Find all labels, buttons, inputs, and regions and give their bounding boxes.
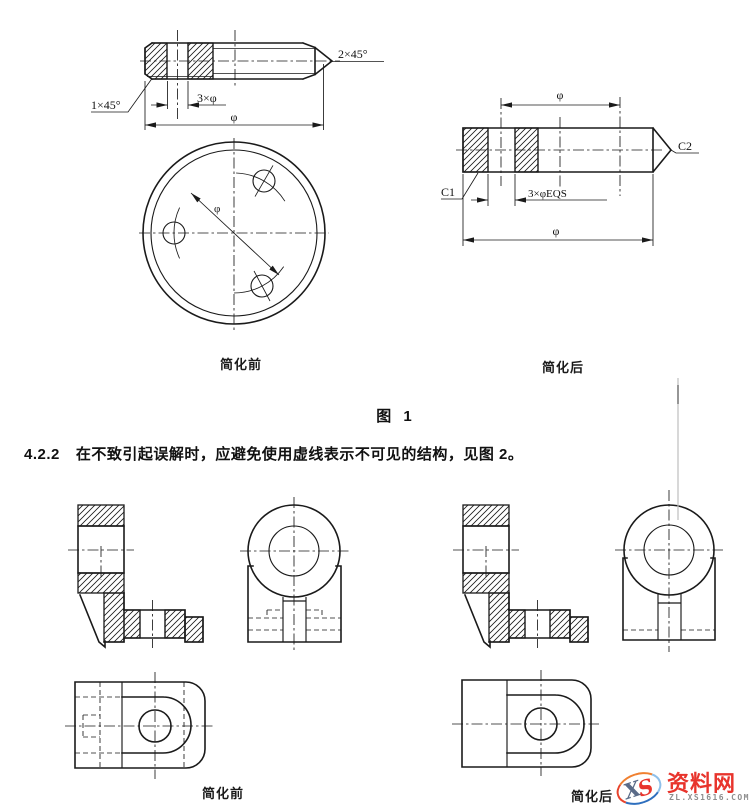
dim-bolt-circle-label: φ	[214, 203, 220, 215]
fig1-before-label: 简化前	[220, 357, 263, 372]
clause-4-2-2: 4.2.2 在不致引起误解时，应避免使用虚线表示不可见的结构，见图 2。	[24, 443, 523, 464]
watermark: X S 资料网 ZL.XS1616.COM	[612, 766, 751, 812]
clause-number: 4.2.2	[24, 446, 60, 463]
dim-chamfer-right-label: 2×45°	[338, 47, 368, 61]
fig1-shaft-after-drawing: φ C2 C1 3×φEQS φ	[441, 88, 699, 246]
watermark-site-url: ZL.XS1616.COM	[669, 793, 750, 802]
fig2-boss-before-drawing	[240, 497, 349, 652]
dim-length-after-label: φ	[553, 224, 560, 238]
fig2-before-label: 简化前	[202, 786, 245, 801]
clause-text: 在不致引起误解时，应避免使用虚线表示不可见的结构，见图 2。	[75, 446, 524, 463]
fig1-after-label: 简化后	[542, 360, 585, 375]
dim-c1-label: C1	[441, 185, 455, 199]
fig2-bracket-section-drawing	[68, 504, 204, 649]
fig1-end-view-drawing: φ	[139, 138, 329, 330]
dim-c2-label: C2	[678, 139, 692, 153]
fig2-topview-before-drawing	[65, 672, 213, 779]
fig1-caption: 图 1	[376, 408, 412, 425]
dim-length-label: φ	[231, 110, 238, 124]
dim-3xphi-label: 3×φ	[197, 91, 217, 105]
watermark-site-name: 资料网	[667, 771, 737, 796]
fig2-boss-after-drawing	[615, 378, 723, 652]
fig2-topview-after-drawing	[452, 670, 599, 776]
fig2-after-label: 简化后	[571, 789, 614, 804]
dim-3xphi-eqs-label: 3×φEQS	[528, 188, 567, 200]
watermark-oval-icon: X S	[612, 766, 666, 811]
fig1-shaft-before-drawing: 3×φ φ 1×45° 2×45°	[91, 30, 384, 130]
dim-dia-top-label: φ	[557, 88, 564, 102]
dim-chamfer-left-label: 1×45°	[91, 98, 121, 112]
